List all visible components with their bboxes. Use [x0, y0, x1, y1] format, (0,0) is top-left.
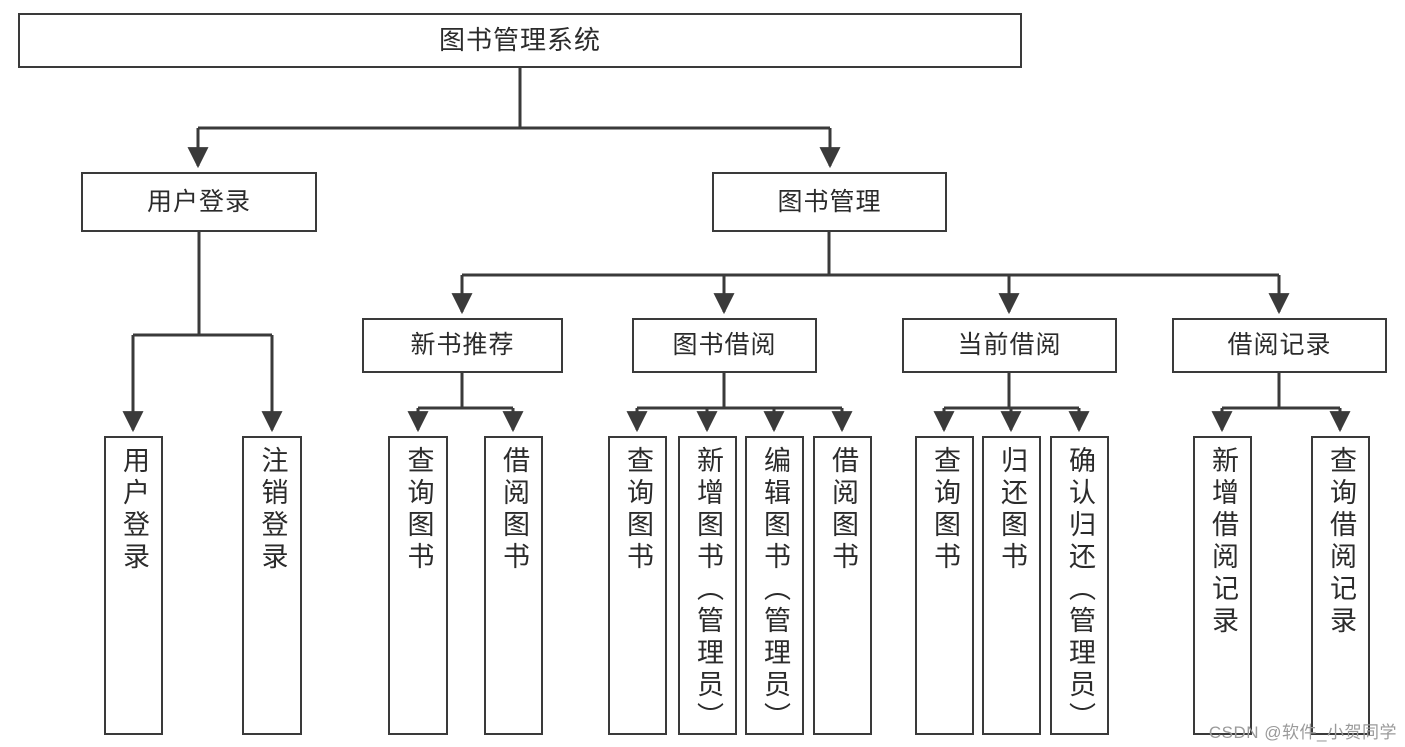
leaf-confirm-return-admin[interactable]: 确认归还（管理员）	[1050, 436, 1109, 735]
leaf-add-borrow-record[interactable]: 新增借阅记录	[1193, 436, 1252, 735]
leaf-query-book-current-label: 查询图书	[930, 446, 960, 574]
leaf-query-book-borrow[interactable]: 查询图书	[608, 436, 667, 735]
node-book-borrowing[interactable]: 图书借阅	[632, 318, 817, 373]
leaf-query-book-new[interactable]: 查询图书	[388, 436, 448, 735]
node-root-label: 图书管理系统	[438, 25, 601, 56]
leaf-logout-label: 注销登录	[257, 446, 288, 574]
node-user-login-label: 用户登录	[146, 187, 251, 216]
leaf-confirm-return-admin-label: 确认归还（管理员）	[1065, 446, 1095, 734]
leaf-query-book-current[interactable]: 查询图书	[915, 436, 974, 735]
leaf-query-borrow-record-label: 查询借阅记录	[1326, 446, 1356, 638]
node-book-management[interactable]: 图书管理	[712, 172, 947, 232]
leaf-query-borrow-record[interactable]: 查询借阅记录	[1311, 436, 1370, 735]
node-book-management-label: 图书管理	[777, 187, 882, 216]
node-borrowing-record[interactable]: 借阅记录	[1172, 318, 1387, 373]
leaf-user-login[interactable]: 用户登录	[104, 436, 163, 735]
leaf-edit-book-admin[interactable]: 编辑图书（管理员）	[745, 436, 804, 735]
node-root[interactable]: 图书管理系统	[18, 13, 1022, 68]
leaf-borrow-book-new[interactable]: 借阅图书	[484, 436, 543, 735]
leaf-borrow-book-label: 借阅图书	[828, 446, 858, 574]
leaf-add-book-admin-label: 新增图书（管理员）	[693, 446, 723, 734]
leaf-query-book-new-label: 查询图书	[403, 446, 434, 574]
node-current-borrowing-label: 当前借阅	[957, 331, 1062, 359]
leaf-user-login-label: 用户登录	[119, 446, 149, 574]
node-borrowing-record-label: 借阅记录	[1227, 331, 1332, 359]
node-current-borrowing[interactable]: 当前借阅	[902, 318, 1117, 373]
leaf-add-borrow-record-label: 新增借阅记录	[1208, 446, 1238, 638]
leaf-return-book-label: 归还图书	[997, 446, 1027, 574]
leaf-borrow-book-new-label: 借阅图书	[499, 446, 529, 574]
node-book-borrowing-label: 图书借阅	[672, 331, 777, 359]
leaf-borrow-book[interactable]: 借阅图书	[813, 436, 872, 735]
node-new-book-recommendation-label: 新书推荐	[410, 331, 515, 359]
node-new-book-recommendation[interactable]: 新书推荐	[362, 318, 563, 373]
leaf-edit-book-admin-label: 编辑图书（管理员）	[760, 446, 790, 734]
leaf-return-book[interactable]: 归还图书	[982, 436, 1041, 735]
leaf-add-book-admin[interactable]: 新增图书（管理员）	[678, 436, 737, 735]
node-user-login[interactable]: 用户登录	[81, 172, 317, 232]
leaf-logout[interactable]: 注销登录	[242, 436, 302, 735]
leaf-query-book-borrow-label: 查询图书	[623, 446, 653, 574]
